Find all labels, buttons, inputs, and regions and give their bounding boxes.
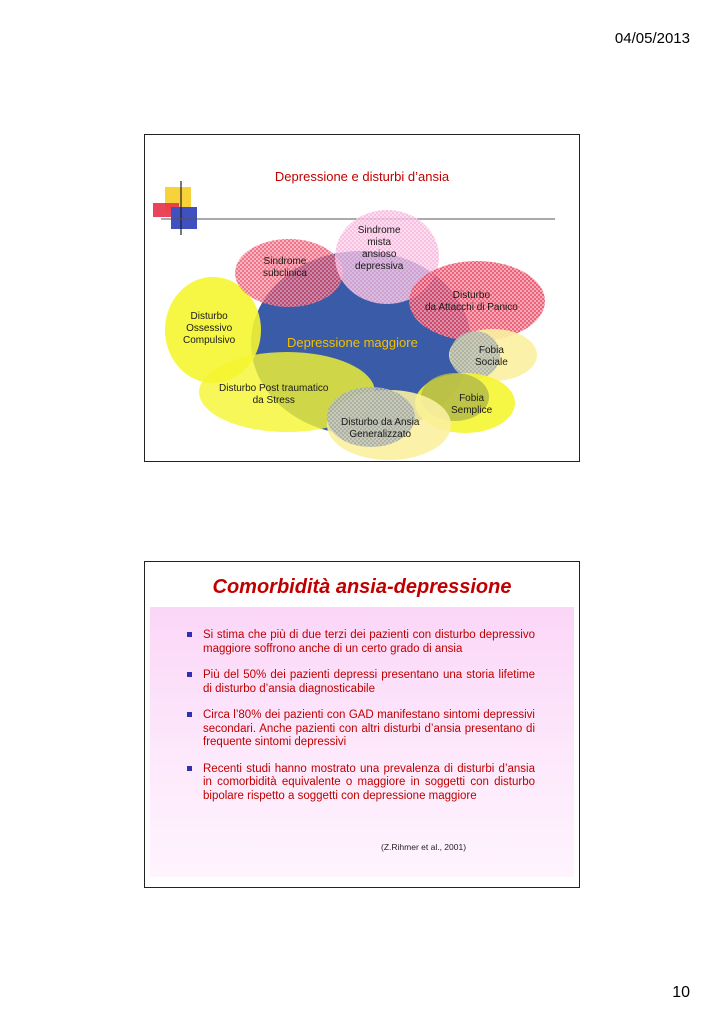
citation: (Z.Rihmer et al., 2001) <box>381 842 467 852</box>
page-date: 04/05/2013 <box>614 30 690 47</box>
slide-depressione-ansia: Depressione e disturbi d’ansia <box>144 134 580 462</box>
ellipse-doc <box>165 277 261 383</box>
ellipse-subclinica <box>235 239 343 307</box>
ellipse-panico <box>409 261 545 341</box>
bullet-item: Circa l’80% dei pazienti con GAD manifes… <box>185 709 535 750</box>
bullet-list: Si stima che più di due terzi dei pazien… <box>185 629 535 816</box>
page-number: 10 <box>672 984 690 1001</box>
ellipse-gad-overlap <box>327 387 415 447</box>
square-bullet-icon <box>187 672 192 677</box>
slide-comorbidita: Comorbidità ansia-depressione Si stima c… <box>144 561 580 888</box>
logo-squares-icon <box>153 181 555 235</box>
overlap-diagram <box>153 181 555 460</box>
content-background <box>150 607 574 877</box>
slide2-title: Comorbidità ansia-depressione <box>212 576 512 598</box>
bullet-item: Più del 50% dei pazienti depressi presen… <box>185 669 535 696</box>
square-bullet-icon <box>187 712 192 717</box>
bullet-item: Recenti studi hanno mostrato una prevale… <box>185 763 535 804</box>
bullet-item: Si stima che più di due terzi dei pazien… <box>185 629 535 656</box>
ellipse-sociale-overlap <box>450 331 500 379</box>
square-bullet-icon <box>187 632 192 637</box>
ellipse-mista <box>335 210 439 304</box>
label-depressione-maggiore: Depressione maggiore <box>287 335 418 350</box>
slide1-title: Depressione e disturbi d’ansia <box>274 169 450 184</box>
square-bullet-icon <box>187 765 192 771</box>
